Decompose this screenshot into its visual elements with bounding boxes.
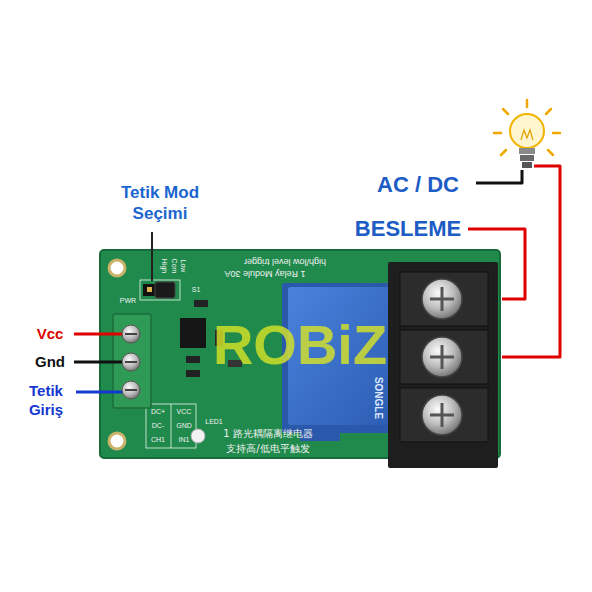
input-terminal-block [122, 353, 140, 371]
relay-brand: SONGLE [372, 377, 385, 419]
pin-name: DC+ [151, 408, 165, 417]
mode-jumper [155, 282, 175, 298]
watermark: ROBiZ [213, 310, 387, 380]
lamp-icon [519, 148, 535, 154]
pcb-board [109, 433, 125, 449]
lamp-icon [494, 132, 501, 135]
silkscreen-text: 1 Relay Module 30A [224, 267, 305, 278]
silkscreen-text: high/low level trigger [244, 255, 326, 266]
pin-name: GND [176, 422, 192, 431]
lamp-icon [521, 130, 533, 140]
output-terminal-block [400, 388, 488, 442]
output-terminal-block [441, 287, 444, 311]
pcb-board [100, 250, 500, 458]
input-terminal-block [125, 389, 137, 391]
input-terminal-block [125, 333, 137, 335]
pin-label: Vcc [37, 325, 64, 344]
wire [74, 166, 560, 392]
power-label: BESLEME [355, 215, 461, 243]
output-terminal-block [400, 272, 488, 326]
wire [476, 170, 522, 183]
smd-components [186, 370, 200, 377]
pin-name: IN1 [179, 436, 190, 445]
leader-line [151, 232, 153, 281]
silkscreen-text: 1 路光耦隔离继电器 [223, 428, 313, 441]
wire [76, 391, 122, 394]
silkscreen-outline [146, 404, 196, 448]
silkscreen-outline [171, 404, 172, 448]
wire [74, 361, 122, 364]
lamp-icon [503, 109, 508, 114]
silkscreen-text: PWR [120, 297, 136, 306]
smd-components [194, 300, 208, 307]
wire [468, 229, 525, 299]
silkscreen-text: S1 [192, 286, 201, 295]
pin-name: VCC [177, 408, 192, 417]
silkscreen-text: High [160, 259, 169, 273]
lamp-icon [526, 100, 529, 107]
output-terminal-block [441, 345, 444, 369]
silkscreen-text: Com [170, 259, 179, 274]
lamp-icon [553, 132, 560, 135]
mode-jumper [143, 282, 175, 298]
lamp-icon [494, 100, 560, 155]
output-terminal-block [422, 279, 462, 319]
input-terminal-block [125, 361, 137, 363]
output-terminal-block [441, 403, 444, 427]
silkscreen-text: LED1 [205, 418, 223, 427]
output-terminal-block [422, 395, 462, 435]
input-terminal-block [122, 381, 140, 399]
lamp-icon [510, 114, 544, 148]
input-terminal-block [122, 325, 140, 343]
output-terminal-block [400, 330, 488, 384]
smd-components [186, 356, 200, 363]
status-led [191, 429, 205, 443]
status-led [191, 429, 205, 443]
pcb-board [100, 250, 500, 458]
lamp-icon [501, 150, 506, 155]
output-terminal-block [388, 262, 498, 468]
wire [502, 166, 560, 357]
pin-name: DC- [152, 422, 164, 431]
leader-line [152, 232, 153, 281]
output-terminal-block [388, 262, 498, 468]
lamp-icon [494, 100, 560, 168]
lamp-icon [520, 155, 534, 161]
silkscreen-text: 支持高/低电平触发 [226, 443, 309, 456]
callout-label: Tetik Mod Seçimi [105, 182, 215, 225]
pcb-board [109, 260, 125, 276]
silkscreen-text: Low [179, 260, 188, 273]
lamp-icon [522, 162, 532, 168]
silkscreen-outline [140, 280, 180, 300]
wire [74, 333, 122, 336]
output-terminal-block [422, 337, 462, 377]
pin-name: CH1 [151, 436, 165, 445]
power-label: AC / DC [377, 171, 459, 199]
pin-label: Gnd [35, 353, 65, 372]
smd-components [180, 318, 206, 348]
pin-label: Tetik Giriş [20, 382, 72, 420]
lamp-icon [546, 109, 551, 114]
mode-jumper [147, 287, 152, 292]
lamp-icon [548, 150, 553, 155]
